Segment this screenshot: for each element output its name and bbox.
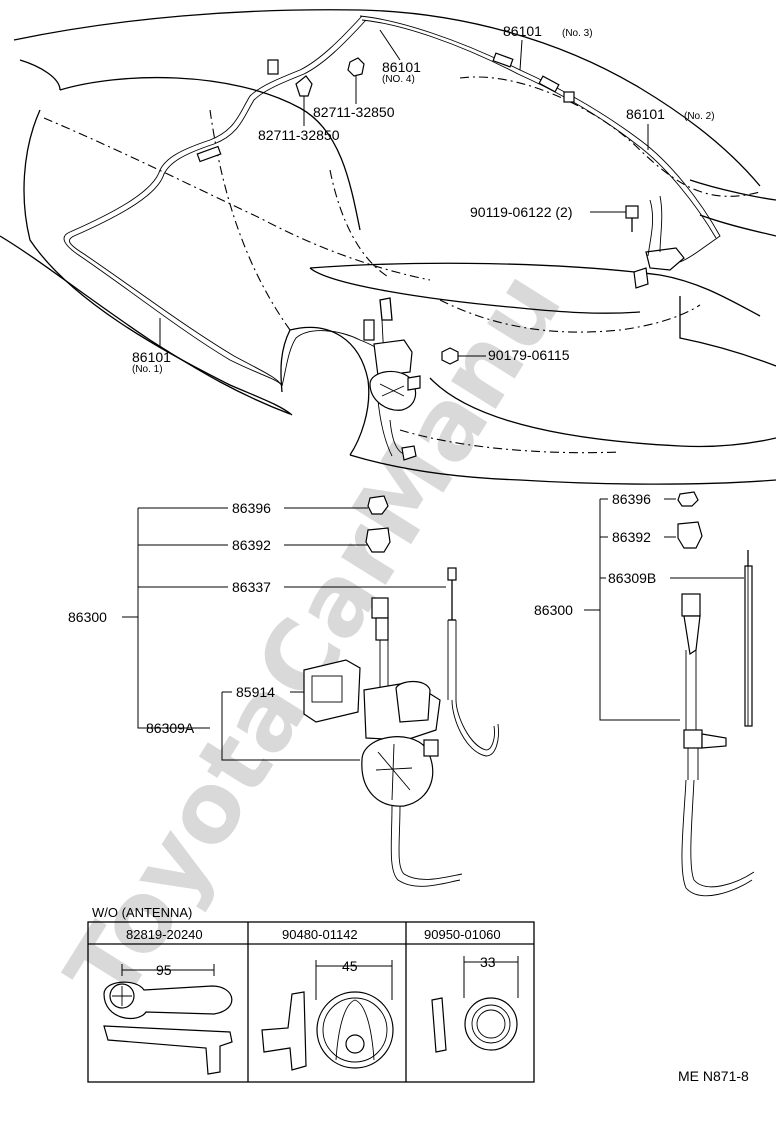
label-clip-82711-a: 82711-32850: [313, 104, 395, 120]
col3-dimension: 33: [480, 954, 496, 970]
label-left-86300: 86300: [68, 609, 107, 625]
grommet-icon: [401, 445, 417, 461]
note-86101-no2: (No. 2): [684, 111, 715, 122]
clip-part-icon: [295, 57, 365, 97]
upper-callouts: 86101 (No. 3) 86101 (NO. 4) 82711-32850 …: [132, 23, 715, 375]
grommet-90480-icon: [261, 960, 394, 1071]
label-left-86337: 86337: [232, 579, 271, 595]
glass-outline-dashed: [43, 76, 761, 454]
telescopic-mast-icon: [744, 550, 753, 727]
cap-right-icon: [677, 491, 699, 507]
col2-part-number: 90480-01142: [282, 927, 358, 942]
wo-antenna-title: W/O (ANTENNA): [92, 905, 192, 920]
label-nut-90179: 90179-06115: [488, 347, 570, 363]
label-clip-82711-b: 82711-32850: [258, 127, 340, 143]
diagram-reference-code: ME N871-8: [678, 1068, 749, 1084]
cap-86396-icon: [367, 495, 389, 515]
wo-antenna-table: W/O (ANTENNA) 82819-20240 90480-01142 90…: [87, 905, 535, 1083]
col1-dimension: 95: [156, 962, 172, 978]
motor-86309a-icon: [361, 597, 463, 887]
antenna-housing-icon: [681, 593, 755, 897]
bushing-86392-icon: [365, 527, 391, 553]
label-right-86300: 86300: [534, 602, 573, 618]
label-86101-no2: 86101: [626, 106, 665, 122]
grommet-90950-icon: [431, 956, 519, 1053]
label-86101-no3: 86101: [503, 23, 542, 39]
col1-part-number: 82819-20240: [126, 927, 203, 942]
bracket-part-icon: [633, 195, 685, 289]
left-antenna-assembly: 86300 86396 86392 86337 85914 86309A: [68, 495, 499, 887]
label-left-86392: 86392: [232, 537, 271, 553]
note-86101-no3: (No. 3): [562, 28, 593, 39]
note-86101-no1: (No. 1): [132, 364, 163, 375]
antenna-motor-installed-icon: [369, 297, 421, 411]
car-body-outline: [0, 9, 776, 485]
label-86101-no4: 86101: [382, 59, 421, 75]
label-left-85914: 85914: [236, 684, 275, 700]
col3-part-number: 90950-01060: [424, 927, 501, 942]
cord-connectors: [196, 52, 575, 341]
hole-plug-82819-icon: [103, 964, 233, 1075]
relay-85914-icon: [303, 659, 361, 723]
label-right-86392: 86392: [612, 529, 651, 545]
antenna-cord-routing: [63, 15, 721, 457]
bushing-right-icon: [677, 521, 703, 549]
nut-icon: [441, 347, 459, 365]
bolt-icon: [625, 205, 639, 232]
label-bolt-90119: 90119-06122 (2): [470, 204, 572, 220]
label-86101-no1: 86101: [132, 349, 171, 365]
label-right-86309b: 86309B: [608, 570, 656, 586]
label-left-86309a: 86309A: [146, 720, 195, 736]
label-left-86396: 86396: [232, 500, 271, 516]
note-86101-no4: (NO. 4): [382, 74, 415, 85]
mast-86337-icon: [447, 567, 499, 757]
label-right-86396: 86396: [612, 491, 651, 507]
right-antenna-assembly: 86300 86396 86392 86309B: [534, 491, 755, 897]
col2-dimension: 45: [342, 958, 358, 974]
